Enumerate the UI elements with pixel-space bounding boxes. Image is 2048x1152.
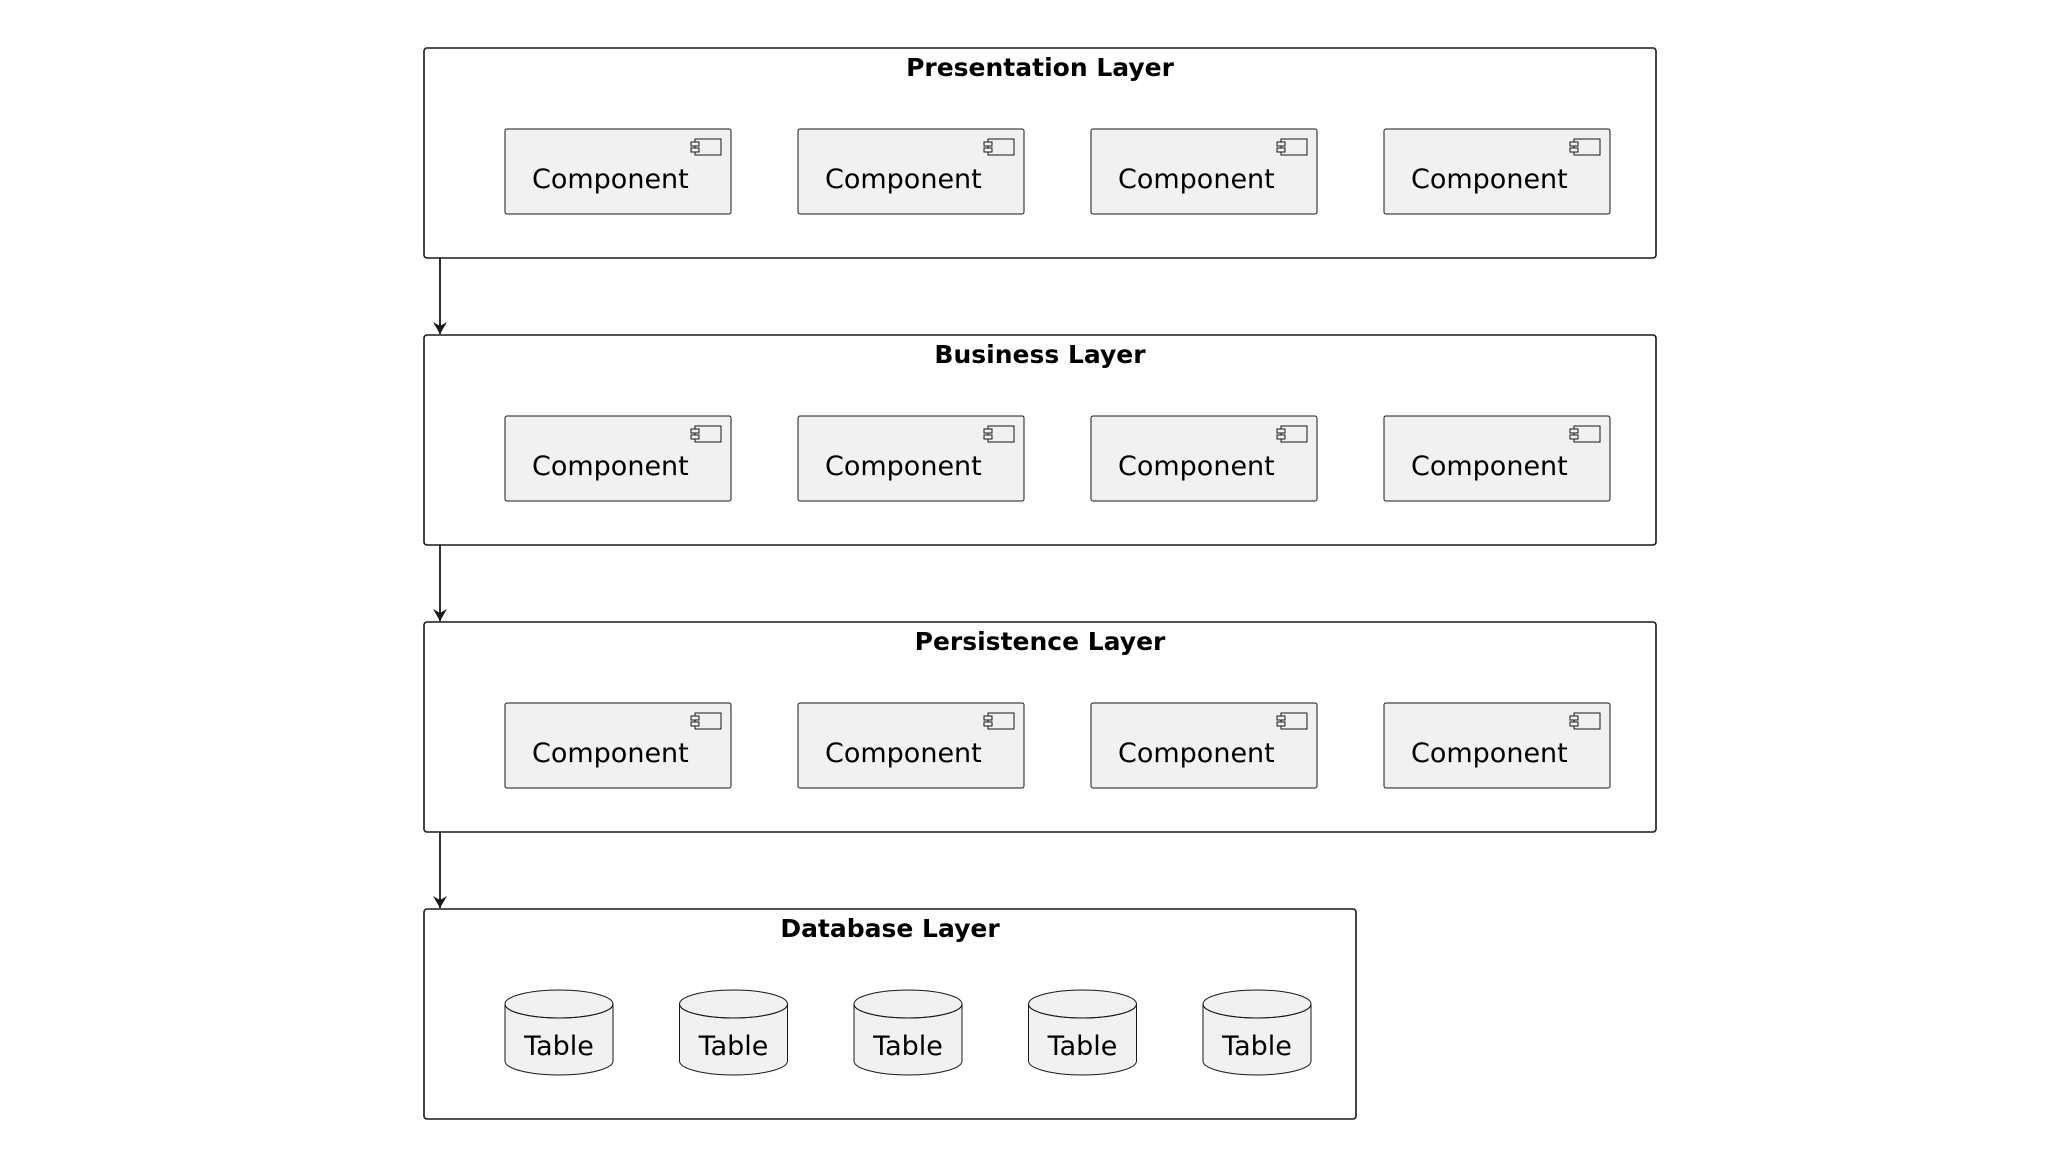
component-icon: [983, 138, 1015, 156]
component-icon: [690, 425, 722, 443]
component-label: Component: [1411, 164, 1568, 195]
database-cylinder-icon: [679, 989, 788, 1076]
layer-title: Business Layer: [934, 340, 1146, 369]
component-box: [797, 415, 1025, 502]
component-node[interactable]: Component: [1090, 128, 1318, 215]
table-label: Table: [698, 1031, 769, 1062]
table-node[interactable]: Table: [1202, 989, 1312, 1076]
component-box: [1090, 128, 1318, 215]
component-icon: [690, 712, 722, 730]
table-node[interactable]: Table: [853, 989, 963, 1076]
component-node[interactable]: Component: [1090, 702, 1318, 789]
component-node[interactable]: Component: [504, 128, 732, 215]
table-node[interactable]: Table: [1028, 989, 1137, 1076]
table-node[interactable]: Table: [504, 989, 614, 1076]
component-node[interactable]: Component: [1383, 128, 1611, 215]
component-label: Component: [825, 164, 982, 195]
layer-title: Presentation Layer: [906, 53, 1175, 82]
database-cylinder-icon: [1028, 989, 1137, 1076]
component-box: [504, 415, 732, 502]
component-node[interactable]: Component: [504, 415, 732, 502]
component-icon: [690, 138, 722, 156]
component-icon: [1276, 138, 1308, 156]
component-label: Component: [1118, 164, 1275, 195]
component-node[interactable]: Component: [797, 128, 1025, 215]
component-box: [1383, 415, 1611, 502]
component-node[interactable]: Component: [797, 415, 1025, 502]
database-cylinder-icon: [504, 989, 614, 1076]
component-icon: [983, 425, 1015, 443]
table-label: Table: [872, 1031, 943, 1062]
component-label: Component: [1411, 451, 1568, 482]
component-box: [1383, 702, 1611, 789]
component-box: [1090, 702, 1318, 789]
component-icon: [1569, 425, 1601, 443]
component-label: Component: [532, 738, 689, 769]
component-icon: [1569, 712, 1601, 730]
layer-frame: [423, 908, 1357, 1120]
component-node[interactable]: Component: [797, 702, 1025, 789]
layer-frame: [423, 334, 1657, 546]
component-node[interactable]: Component: [1090, 415, 1318, 502]
table-label: Table: [523, 1031, 594, 1062]
layer-frame: [423, 47, 1657, 259]
component-label: Component: [1118, 451, 1275, 482]
component-box: [1383, 128, 1611, 215]
table-node[interactable]: Table: [679, 989, 788, 1076]
component-icon: [983, 712, 1015, 730]
layer-title: Persistence Layer: [915, 627, 1166, 656]
component-label: Component: [1411, 738, 1568, 769]
component-node[interactable]: Component: [1383, 702, 1611, 789]
component-label: Component: [532, 164, 689, 195]
component-node[interactable]: Component: [504, 702, 732, 789]
layer-title: Database Layer: [780, 914, 1000, 943]
component-label: Component: [1118, 738, 1275, 769]
layer-frame: [423, 621, 1657, 833]
component-box: [1090, 415, 1318, 502]
component-box: [797, 128, 1025, 215]
component-label: Component: [825, 451, 982, 482]
component-label: Component: [532, 451, 689, 482]
table-label: Table: [1047, 1031, 1118, 1062]
component-box: [504, 702, 732, 789]
component-label: Component: [825, 738, 982, 769]
component-box: [504, 128, 732, 215]
database-cylinder-icon: [1202, 989, 1312, 1076]
component-box: [797, 702, 1025, 789]
component-node[interactable]: Component: [1383, 415, 1611, 502]
table-label: Table: [1221, 1031, 1292, 1062]
component-icon: [1276, 712, 1308, 730]
component-icon: [1569, 138, 1601, 156]
database-cylinder-icon: [853, 989, 963, 1076]
component-icon: [1276, 425, 1308, 443]
